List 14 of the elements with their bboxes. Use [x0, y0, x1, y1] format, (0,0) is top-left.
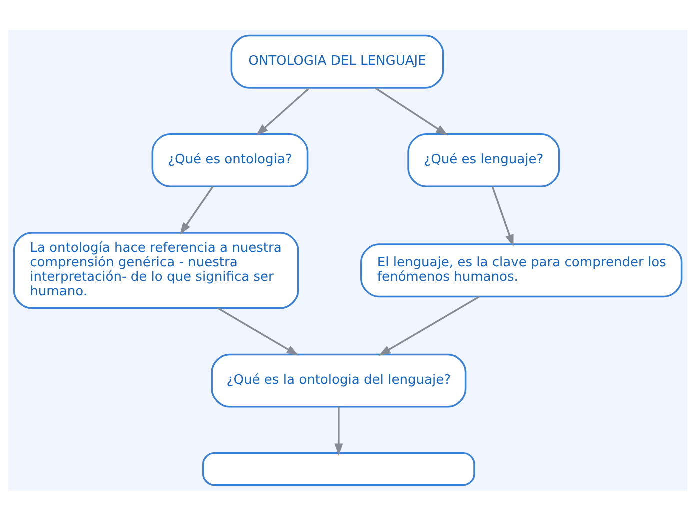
node-box: La ontología hace referencia a nuestra comprensión genérica - nuestra interpretación- de lo que significa ser humano. — [13, 232, 300, 309]
arrow — [218, 307, 300, 356]
arrow — [375, 87, 448, 136]
arrow — [492, 186, 514, 246]
arrow — [256, 87, 310, 136]
node-box: ¿Qué es la ontologia del lenguaje? — [211, 353, 467, 408]
arrow — [334, 406, 344, 456]
node-box: ¿Qué es lenguaje? — [408, 133, 560, 187]
node-box: ONTOLOGIA DEL LENGUAJE — [230, 34, 444, 88]
node-box — [202, 452, 476, 486]
arrow — [180, 186, 214, 234]
arrow — [378, 296, 480, 356]
node-box: ¿Qué es ontologia? — [152, 133, 309, 187]
node-box: El lenguaje, es la clave para comprender los fenómenos humanos. — [360, 243, 683, 298]
